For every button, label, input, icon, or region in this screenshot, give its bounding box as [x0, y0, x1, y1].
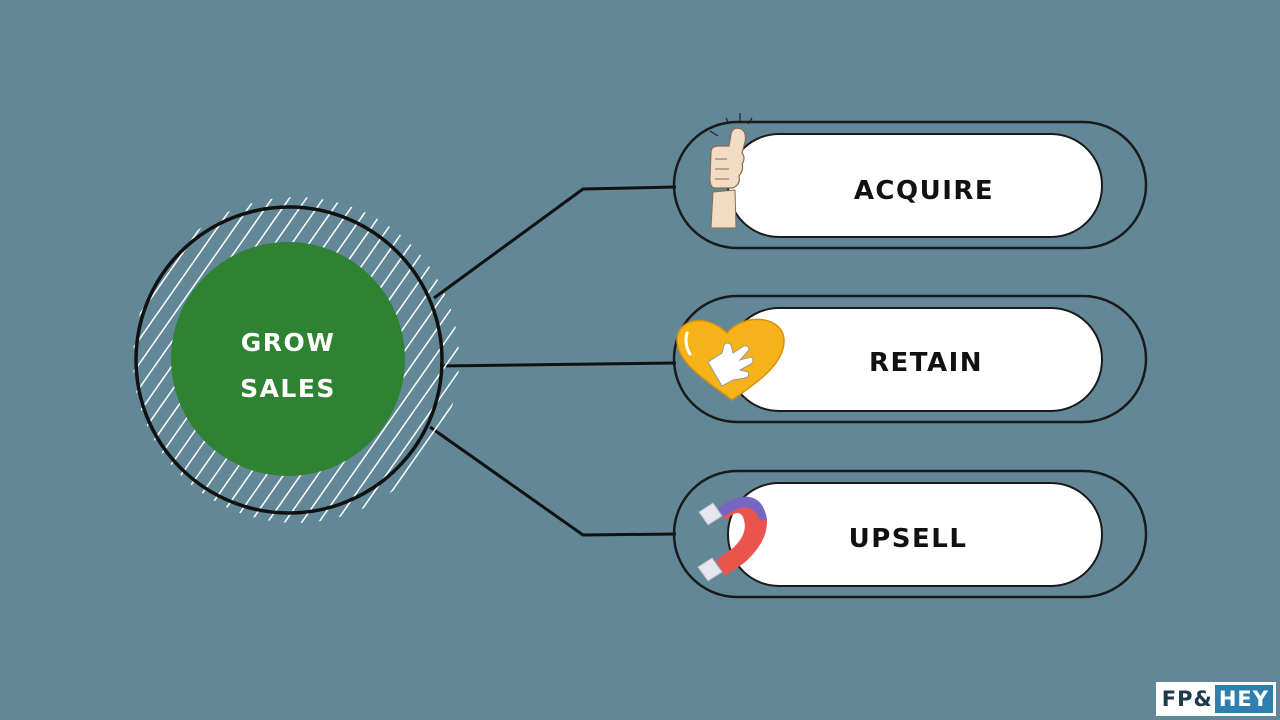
fp-and-hey-logo: FP& HEY	[1155, 682, 1276, 716]
label-acquire: ACQUIRE	[854, 176, 994, 206]
center-node: GROW SALES	[171, 242, 405, 476]
center-label-line1: GROW	[241, 328, 336, 357]
label-retain: RETAIN	[869, 348, 983, 378]
connector-upsell	[429, 425, 677, 537]
label-upsell: UPSELL	[849, 524, 968, 554]
center-label-line2: SALES	[240, 374, 336, 403]
node-retain: RETAIN	[672, 294, 1148, 424]
node-acquire: ACQUIRE	[672, 113, 1148, 250]
logo-left-text: FP&	[1161, 687, 1213, 711]
center-circle	[171, 242, 405, 476]
node-upsell: UPSELL	[672, 469, 1148, 599]
heart-hand-icon	[676, 318, 785, 401]
magnet-icon	[697, 496, 768, 582]
thumbs-up-icon	[709, 113, 753, 229]
connectors	[429, 185, 677, 537]
connector-retain	[439, 361, 677, 368]
logo-right-text: HEY	[1214, 685, 1273, 713]
connector-acquire	[433, 185, 677, 300]
